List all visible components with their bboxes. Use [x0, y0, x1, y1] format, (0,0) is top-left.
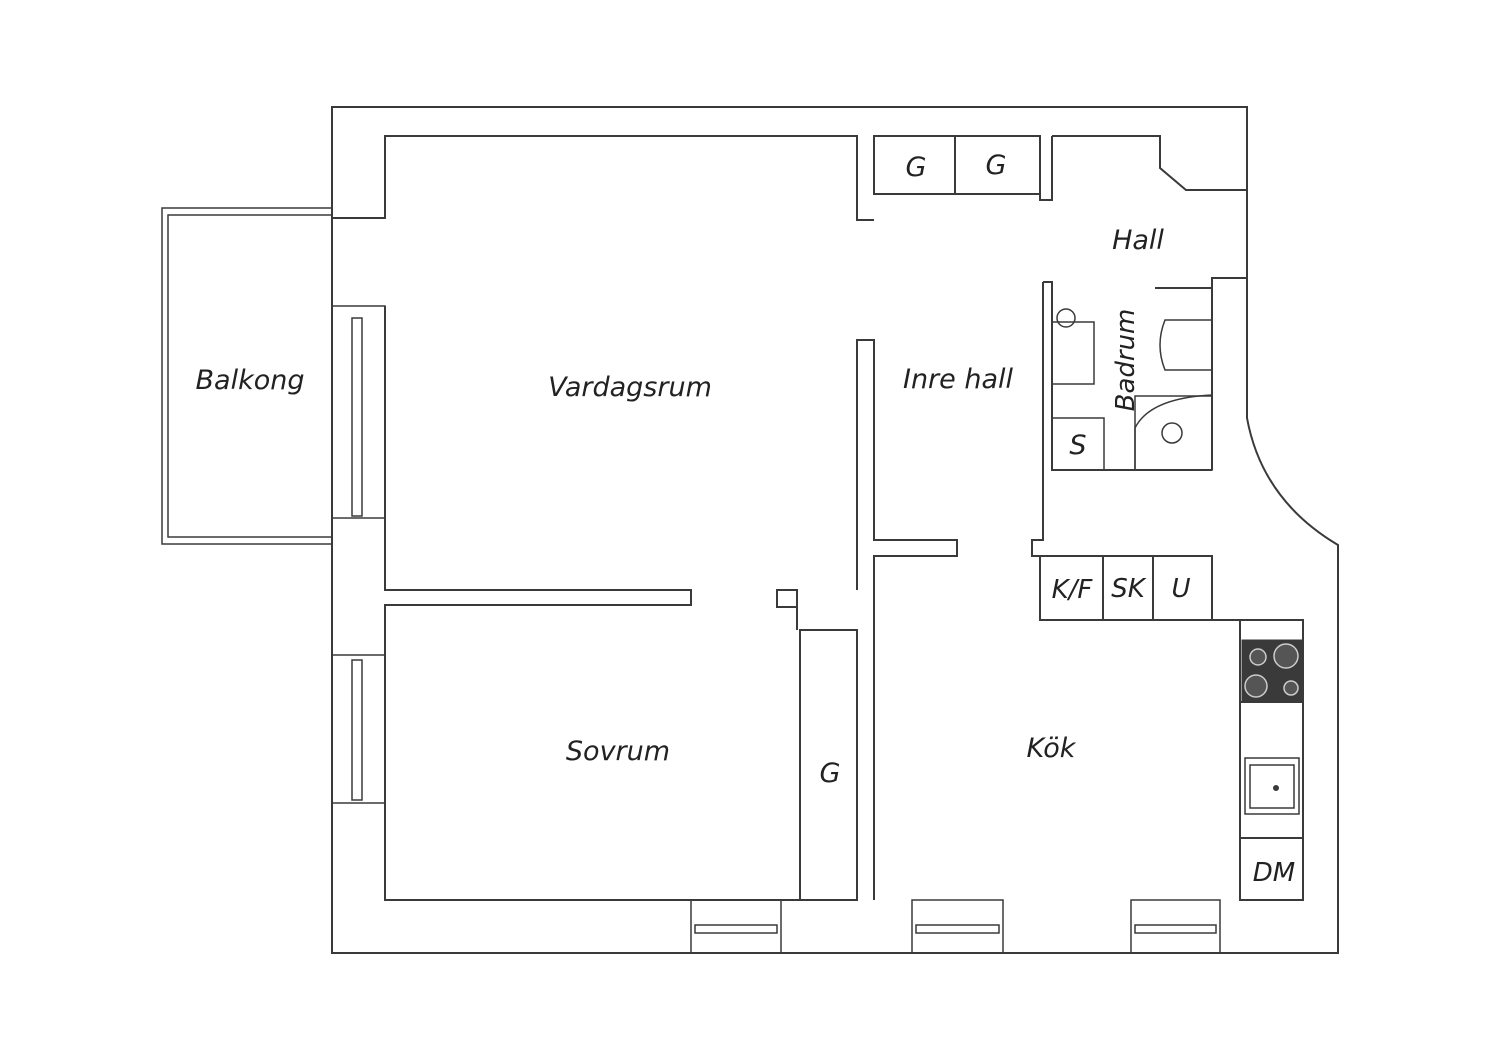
label-sovrum: Sovrum [566, 736, 670, 767]
label-s: S [1069, 430, 1086, 461]
closets-top [873, 135, 1247, 201]
window-west-lower [331, 654, 386, 804]
window-bottom-1 [690, 899, 782, 954]
window-bottom-2 [911, 899, 1004, 954]
label-kok: Kök [1027, 733, 1077, 764]
label-hall: Hall [1112, 225, 1164, 256]
wall-stub-center [856, 339, 958, 900]
outer-wall [331, 106, 1339, 954]
label-kf: K/F [1052, 575, 1094, 605]
window-bottom-3 [1130, 899, 1221, 954]
label-u: U [1171, 574, 1190, 604]
label-dm: DM [1253, 858, 1295, 888]
kitchen-storage-row [1039, 556, 1240, 621]
label-g-top-2: G [986, 150, 1007, 181]
label-balkong: Balkong [196, 365, 305, 396]
label-g-top-1: G [906, 152, 927, 183]
wall-stub-door [776, 589, 798, 608]
kitchen-counter [1240, 701, 1303, 839]
stove-icon [1241, 639, 1304, 703]
sink-icon [1244, 757, 1300, 815]
label-g-sovrum: G [820, 758, 841, 789]
bathroom-fixtures [1051, 308, 1213, 471]
label-sk: SK [1111, 574, 1147, 604]
living-room-walls [332, 135, 874, 221]
window-west-upper [331, 305, 386, 519]
label-vardagsrum: Vardagsrum [548, 372, 712, 403]
label-badrum: Badrum [1111, 309, 1141, 412]
label-inre-hall: Inre hall [903, 364, 1014, 395]
hall-wall [1211, 277, 1247, 470]
